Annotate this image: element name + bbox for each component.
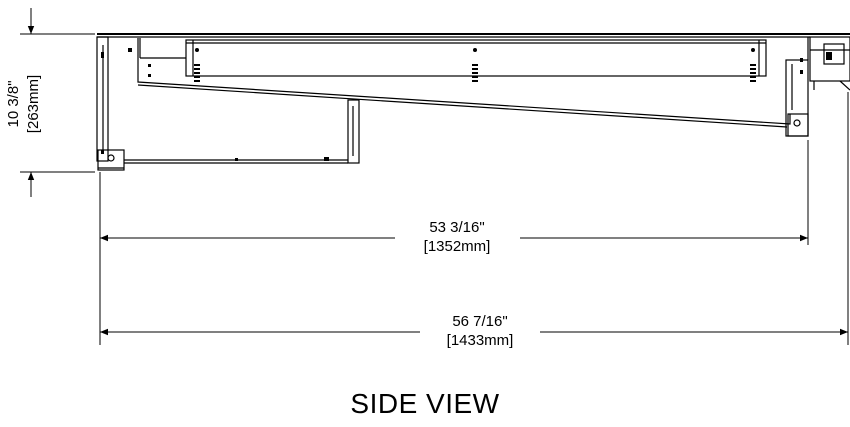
overall-width-metric-value: 1433mm (451, 332, 509, 349)
fastener-holes (101, 48, 832, 161)
height-dimension (20, 8, 95, 197)
view-title: SIDE VIEW (350, 388, 500, 419)
height-metric-value: 263mm (25, 79, 42, 129)
height-metric-label: [263mm] (25, 75, 42, 133)
inner-width-dimension (99, 140, 809, 345)
equipment-outline (96, 33, 850, 171)
height-imperial-label: 10 3/8" (5, 80, 22, 127)
overall-width-imperial-label: 56 7/16" (452, 313, 507, 330)
inner-width-imperial-label: 53 3/16" (429, 219, 484, 236)
inner-width-metric-label: [1352mm] (424, 238, 491, 255)
inner-width-metric-value: 1352mm (428, 238, 486, 255)
threaded-fasteners (194, 48, 756, 84)
overall-width-metric-label: [1433mm] (447, 332, 514, 349)
overall-width-dimension (100, 92, 849, 345)
